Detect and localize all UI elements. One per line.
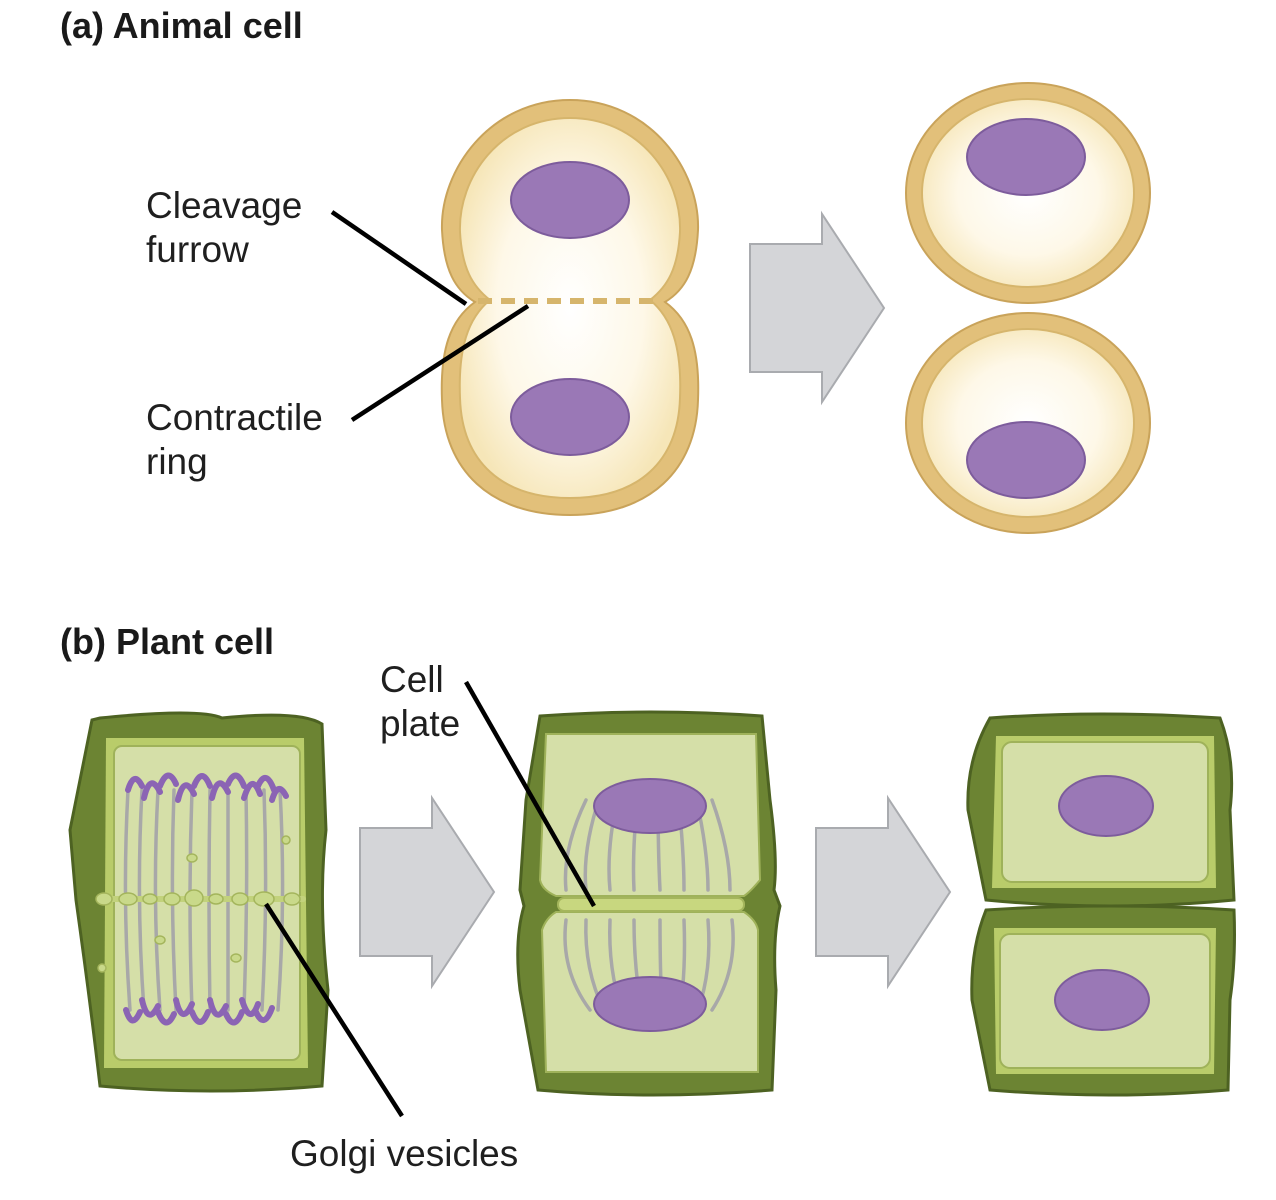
nucleus-top [593, 778, 707, 834]
plant-cell-telophase [68, 711, 330, 1093]
label-cell-plate-line1: Cell [380, 659, 444, 700]
nucleus [1058, 775, 1154, 837]
label-contractile-ring-line2: ring [146, 441, 208, 482]
label-cleavage-furrow-line2: furrow [146, 229, 249, 270]
daughter-animal-cell-top [905, 82, 1151, 304]
label-cell-plate-line2: plate [380, 703, 460, 744]
leader-cleavage-furrow [330, 210, 468, 306]
daughter-animal-cell-bottom [905, 312, 1151, 534]
panel-a-title: (a) Animal cell [60, 5, 303, 46]
label-contractile-ring-line1: Contractile [146, 397, 323, 438]
leader-contractile-ring [350, 304, 530, 422]
daughter-plant-cell-bottom [970, 904, 1236, 1097]
nucleus-top [510, 161, 630, 239]
cell-plate [557, 897, 745, 912]
label-golgi-vesicles: Golgi vesicles [290, 1133, 518, 1174]
label-cleavage-furrow-line1: Cleavage [146, 185, 302, 226]
arrow-plant-1 [359, 794, 496, 990]
panel-b-title: (b) Plant cell [60, 621, 274, 662]
nucleus [966, 421, 1086, 499]
nucleus [1054, 969, 1150, 1031]
arrow-animal [749, 210, 886, 406]
cell-cytoplasm [113, 745, 301, 1061]
spindle-fibers [563, 794, 735, 1012]
chromosomes-bottom [123, 997, 275, 1026]
arrow-plant-2 [815, 794, 952, 990]
daughter-plant-cell-top [966, 712, 1236, 908]
nucleus [966, 118, 1086, 196]
chromosomes-top [125, 772, 289, 803]
leader-golgi-vesicles [264, 902, 404, 1118]
plant-cell-cell-plate [516, 710, 782, 1097]
dividing-animal-cell [440, 98, 700, 517]
leader-cell-plate [464, 680, 596, 908]
nucleus-bottom [593, 976, 707, 1032]
golgi-vesicles [95, 835, 306, 973]
nucleus-bottom [510, 378, 630, 456]
